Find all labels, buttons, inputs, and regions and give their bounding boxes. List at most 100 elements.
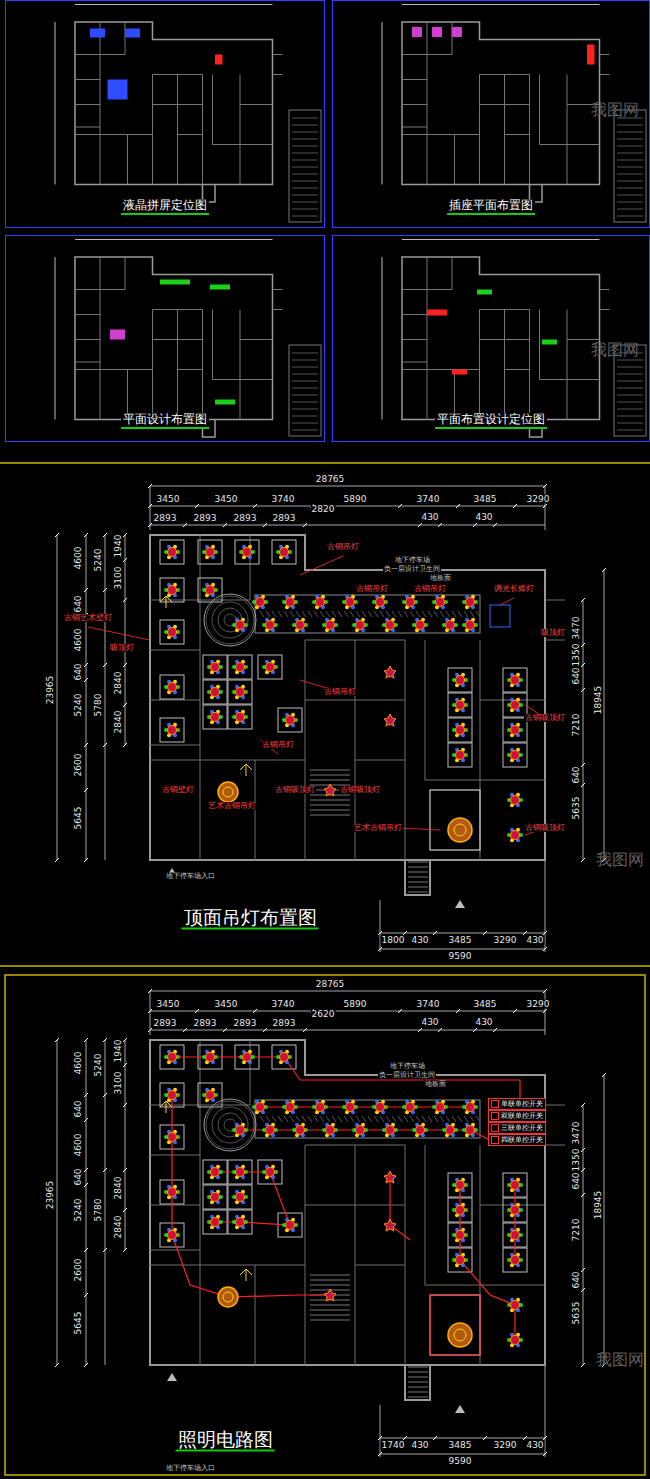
title-block-row [617, 125, 643, 126]
inner-wall [75, 362, 100, 363]
outer-wall [402, 257, 600, 437]
dimension-tick [483, 931, 487, 935]
pendant-lamp-symbol [372, 595, 388, 609]
dimension-tick [602, 1363, 606, 1367]
pendant-lamp-symbol [322, 1123, 338, 1137]
inner-wall [539, 310, 540, 380]
ceiling-recess [228, 680, 252, 704]
lamp-core [456, 751, 465, 760]
dimension-tick [473, 1028, 477, 1032]
dimension-line [382, 257, 383, 420]
panel-title: 插座平面布置图 [447, 199, 535, 215]
pendant-lamp-symbol [164, 1185, 180, 1199]
lamp-core [266, 1168, 275, 1177]
dimension-tick [581, 643, 585, 647]
title-block-row [617, 209, 643, 210]
dimension-tick [263, 523, 267, 527]
lamp-core [236, 1218, 245, 1227]
dimension-value: 5240 [94, 548, 103, 573]
ceiling-hatch [362, 611, 366, 617]
ceiling-hatch [428, 1116, 432, 1122]
entrance-arrow [455, 1405, 465, 1413]
legend-text: 四联单控开关 [501, 1137, 545, 1144]
pendant-lamp-symbol [164, 723, 180, 737]
ceiling-hatch [380, 611, 384, 617]
inner-wall [545, 600, 565, 601]
inner-wall [355, 1265, 405, 1266]
pendant-lamp-symbol [342, 1100, 358, 1114]
fixture-callout: 艺术古铜吊灯 [353, 824, 403, 832]
ceiling-recess [203, 680, 227, 704]
dimension-tick [403, 931, 407, 935]
pendant-lamp-symbol [462, 595, 478, 609]
inner-wall [255, 760, 256, 860]
pendant-lamp-symbol [282, 713, 298, 727]
ceiling-hatch [266, 611, 270, 617]
dimension-value: 4600 [74, 1133, 83, 1158]
furniture-block [432, 27, 442, 37]
lamp-core [236, 713, 245, 722]
title-block-row [292, 395, 318, 396]
lamp-core [211, 663, 220, 672]
lighting-circuit-wire [172, 1057, 520, 1105]
stair-tread [310, 780, 350, 781]
art-chandelier-symbol [448, 1323, 472, 1347]
pendant-lamp-symbol [507, 828, 523, 842]
pendant-lamp-symbol [507, 1333, 523, 1347]
dimension-value: 640 [572, 765, 581, 784]
ceiling-hatch [272, 1116, 276, 1122]
ceiling-lamp-symbol [324, 1289, 336, 1301]
switch-symbol [491, 1136, 499, 1144]
furniture-block [210, 285, 230, 290]
dimension-value: 430 [410, 936, 429, 945]
lamp-core [511, 831, 520, 840]
inner-wall [529, 75, 530, 185]
title-block-row [292, 132, 318, 133]
inner-wall [125, 257, 126, 290]
dimension-value: 3470 [572, 616, 581, 641]
lamp-core [316, 598, 325, 607]
furniture-block [215, 400, 235, 405]
ceiling-hatch [308, 1116, 312, 1122]
dimension-line [380, 1454, 545, 1455]
light-strip-symbol [490, 605, 510, 627]
lamp-core [346, 598, 355, 607]
inner-wall [150, 1265, 305, 1266]
pendant-lamp-symbol [164, 1228, 180, 1242]
dimension-value: 430 [525, 936, 544, 945]
lamp-core [406, 1103, 415, 1112]
ceiling-lamp-symbol [384, 1219, 396, 1231]
dimension-tick [183, 523, 187, 527]
inner-wall [452, 257, 453, 290]
plan-note: 地下停车场 [389, 1063, 426, 1070]
dimension-line [55, 257, 56, 420]
ceiling-recess [503, 743, 527, 767]
ceiling-hatch [296, 611, 300, 617]
entry-step [408, 877, 428, 878]
dimension-value: 4600 [74, 1051, 83, 1076]
inner-wall [75, 314, 100, 315]
ceiling-hatch [410, 1116, 414, 1122]
ceiling-recess [503, 718, 527, 742]
pendant-lamp-symbol [322, 618, 338, 632]
stair-tread [310, 815, 350, 816]
legend-row: 四联单控开关 [488, 1134, 546, 1146]
pendant-lamp-symbol [262, 618, 278, 632]
title-block-row [617, 402, 643, 403]
dimension-tick [263, 1028, 267, 1032]
lamp-core [286, 1103, 295, 1112]
pendant-lamp-symbol [452, 698, 468, 712]
thumbnail-plan [382, 5, 610, 203]
ceiling-hatch [416, 1116, 420, 1122]
ceiling-hatch [398, 1116, 402, 1122]
lamp-core [416, 1126, 425, 1135]
dimension-tick [55, 1038, 59, 1042]
dimension-value: 18945 [594, 1190, 603, 1221]
inner-wall [545, 1105, 565, 1106]
stair-tread [310, 1315, 350, 1316]
pendant-lamp-symbol [452, 673, 468, 687]
lamp-core [168, 1091, 177, 1100]
pendant-lamp-symbol [452, 1178, 468, 1192]
lighting-circuit-wire [215, 1172, 290, 1225]
lamp-core [456, 676, 465, 685]
